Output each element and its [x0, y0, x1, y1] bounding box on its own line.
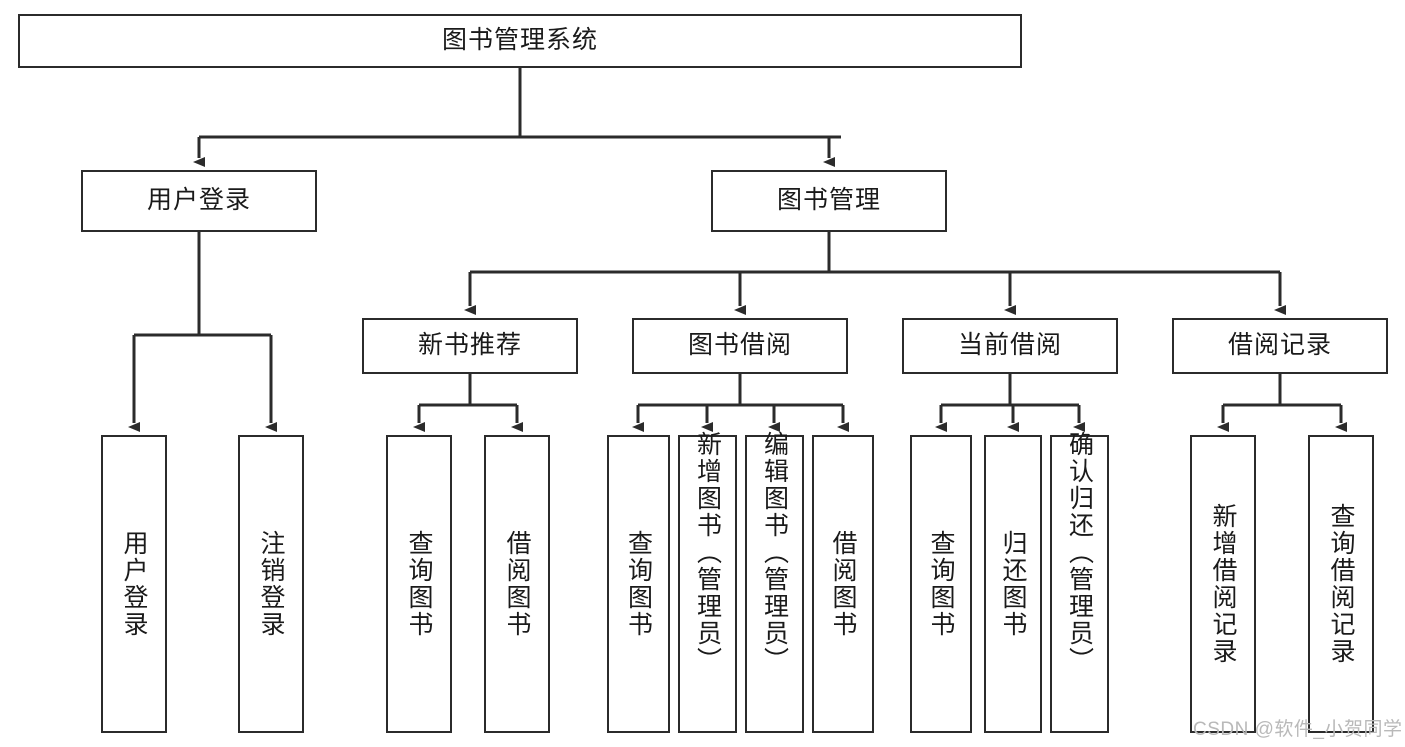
csdn-watermark: CSDN @软件_小贺同学	[1193, 719, 1403, 740]
node-leaf-3-label: 借阅图书	[503, 530, 531, 638]
node-leaf-4-label: 查询图书	[624, 530, 653, 638]
node-leaf-10: 确认归还（管理员）	[1050, 431, 1109, 733]
node-level2-1-label: 图书管理	[776, 186, 881, 215]
node-leaf-11: 新增借阅记录	[1190, 435, 1256, 733]
node-leaf-2-label: 查询图书	[405, 530, 433, 638]
node-leaf-12: 查询借阅记录	[1308, 435, 1374, 733]
node-level2-0-label: 用户登录	[146, 186, 251, 215]
node-root: 图书管理系统	[18, 14, 1022, 68]
node-leaf-8: 查询图书	[910, 435, 972, 733]
node-level3-3: 借阅记录	[1172, 318, 1388, 374]
node-level3-3-label: 借阅记录	[1227, 331, 1332, 360]
node-leaf-4: 查询图书	[607, 435, 670, 733]
node-leaf-0: 用户登录	[101, 435, 167, 733]
node-leaf-2: 查询图书	[386, 435, 452, 733]
node-level3-2: 当前借阅	[902, 318, 1118, 374]
node-leaf-10-label: 确认归还（管理员）	[1065, 431, 1094, 674]
node-leaf-8-label: 查询图书	[927, 530, 955, 638]
node-level3-1: 图书借阅	[632, 318, 848, 374]
node-leaf-7-label: 借阅图书	[829, 530, 857, 638]
node-leaf-9: 归还图书	[984, 435, 1042, 733]
node-leaf-5-label: 新增图书（管理员）	[693, 431, 722, 674]
node-leaf-0-label: 用户登录	[120, 530, 148, 638]
node-leaf-12-label: 查询借阅记录	[1327, 503, 1355, 665]
node-leaf-5: 新增图书（管理员）	[678, 431, 737, 733]
node-root-label: 图书管理系统	[441, 26, 598, 55]
node-leaf-7: 借阅图书	[812, 435, 874, 733]
node-leaf-3: 借阅图书	[484, 435, 550, 733]
node-level3-0-label: 新书推荐	[417, 331, 522, 360]
node-leaf-1-label: 注销登录	[257, 530, 285, 638]
node-leaf-6-label: 编辑图书（管理员）	[760, 431, 789, 674]
node-level3-2-label: 当前借阅	[957, 331, 1062, 360]
node-leaf-6: 编辑图书（管理员）	[745, 431, 804, 733]
node-leaf-1: 注销登录	[238, 435, 304, 733]
node-level3-0: 新书推荐	[362, 318, 578, 374]
node-level2-0: 用户登录	[81, 170, 317, 232]
node-leaf-9-label: 归还图书	[999, 530, 1027, 638]
node-level2-1: 图书管理	[711, 170, 947, 232]
node-level3-1-label: 图书借阅	[687, 331, 792, 360]
node-leaf-11-label: 新增借阅记录	[1209, 503, 1237, 665]
